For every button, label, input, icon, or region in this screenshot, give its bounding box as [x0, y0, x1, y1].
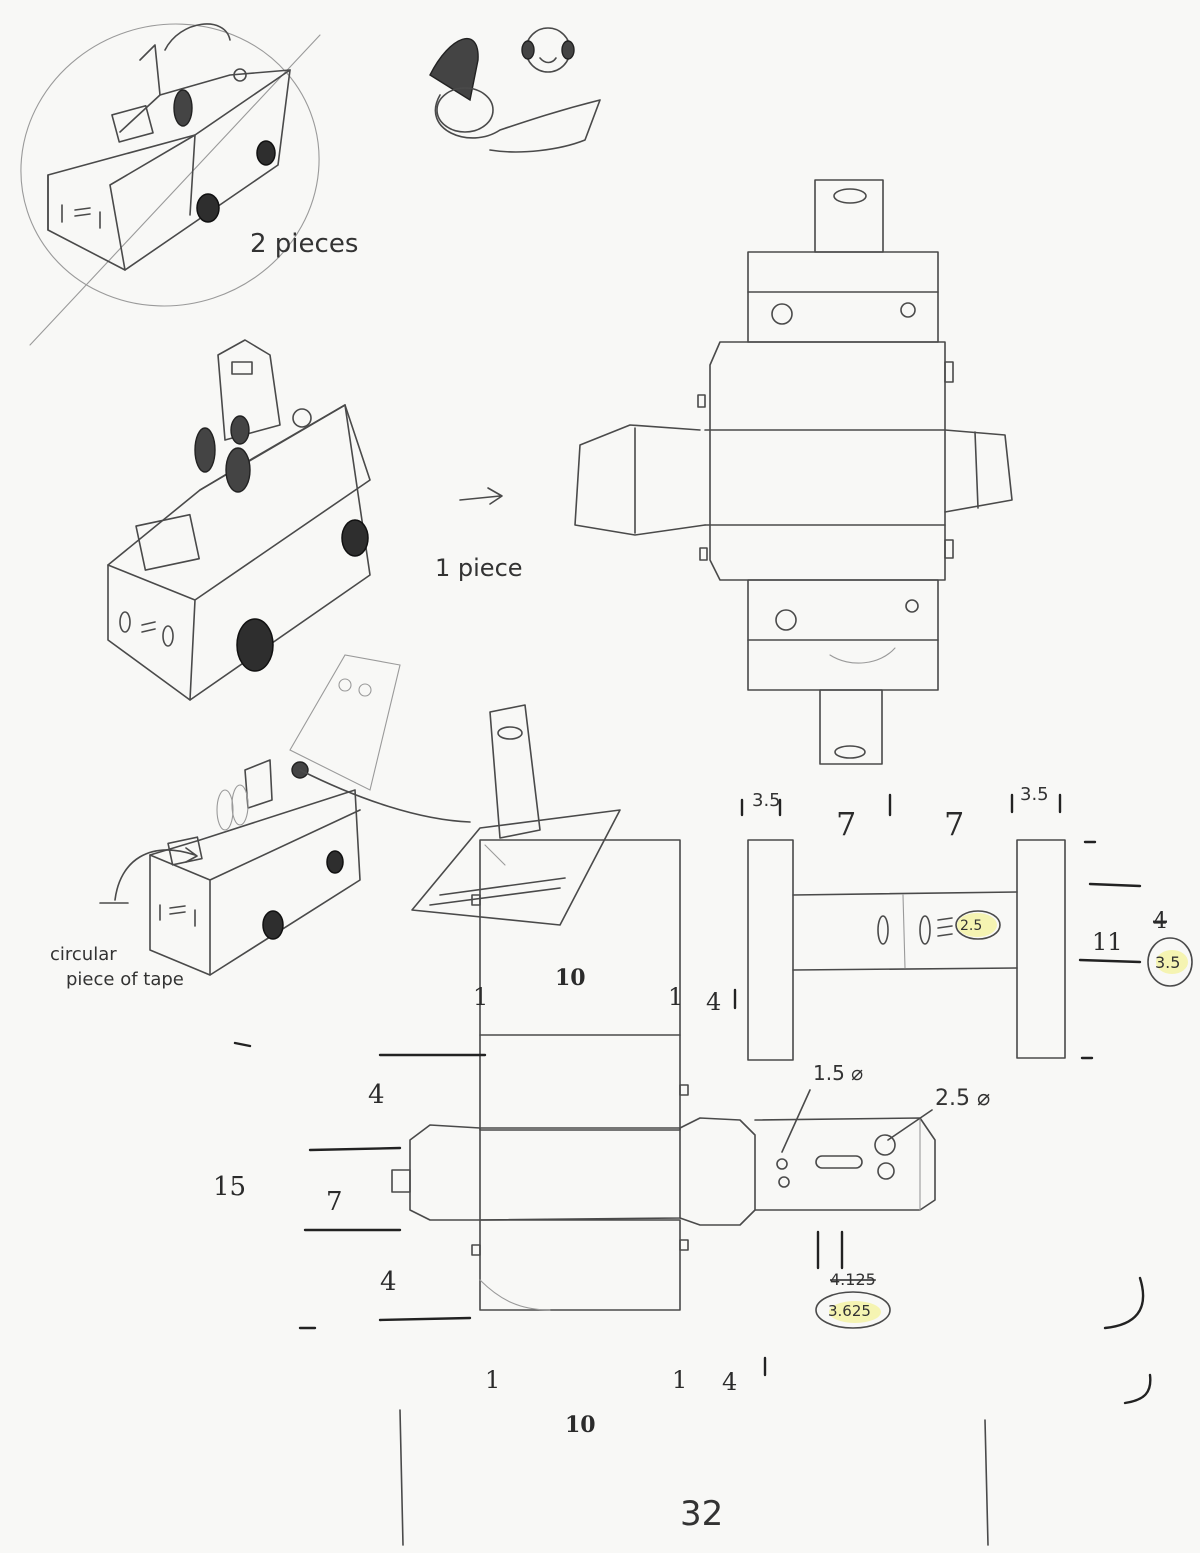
- small-hole-callout: 1.5 ⌀: [813, 1061, 863, 1085]
- car-sketch-one-piece: 1 piece: [107, 339, 523, 701]
- net-one-piece: [574, 179, 1013, 765]
- dim-end-old: 4.125: [830, 1270, 876, 1289]
- dim-span-b: 7: [944, 805, 964, 843]
- page-number: 32: [680, 1494, 723, 1534]
- one-piece-label: 1 piece: [435, 554, 523, 582]
- dim-bottom-b: 1: [672, 1366, 687, 1394]
- dim-top-b: 10: [555, 965, 586, 991]
- dim-top-a: 1: [473, 983, 488, 1011]
- tape-note-line2: piece of tape: [66, 969, 184, 990]
- dim-side-new: 3.5: [1155, 953, 1180, 972]
- dim-bottom-c: 4: [722, 1368, 737, 1396]
- large-hole-callout: 2.5 ⌀: [935, 1086, 990, 1111]
- tape-note-line1: circular: [50, 944, 117, 965]
- dim-span-a: 7: [836, 805, 856, 843]
- dim-top-d: 4: [706, 988, 721, 1016]
- dim-right-tab: 3.5: [1020, 784, 1049, 805]
- dim-bottom-d: 10: [565, 1412, 596, 1438]
- net-top-dimensioned: 2.5 3.5 7 7 3.5 11 4 3.5: [740, 784, 1193, 1061]
- character-doodles: [429, 27, 601, 153]
- dim-top-c: 1: [668, 983, 683, 1011]
- dim-left-tab: 3.5: [752, 790, 781, 811]
- dim-left-total: 15: [213, 1172, 246, 1202]
- dim-left-middle: 7: [326, 1187, 343, 1217]
- dim-end-new: 3.625: [828, 1302, 871, 1320]
- car-sketch-tape: circular piece of tape: [50, 654, 471, 990]
- car-sketch-two-pieces: 2 pieces: [20, 23, 358, 346]
- dim-side-old: 4: [1153, 909, 1167, 934]
- dim-left-lower: 4: [380, 1267, 397, 1297]
- net-hole-dim: 2.5: [960, 918, 982, 934]
- two-pieces-label: 2 pieces: [250, 229, 358, 259]
- dim-left-upper: 4: [368, 1080, 385, 1110]
- page-footer: 32: [399, 1409, 989, 1546]
- stand-detail: [411, 704, 621, 926]
- dim-bottom-a: 1: [485, 1366, 500, 1394]
- net-bottom-dimensioned: 1 10 1 4 4 15 7 4 1.5 ⌀ 2.5 ⌀ 4.125 3.62…: [213, 839, 1152, 1438]
- dim-side-height: 11: [1092, 928, 1123, 956]
